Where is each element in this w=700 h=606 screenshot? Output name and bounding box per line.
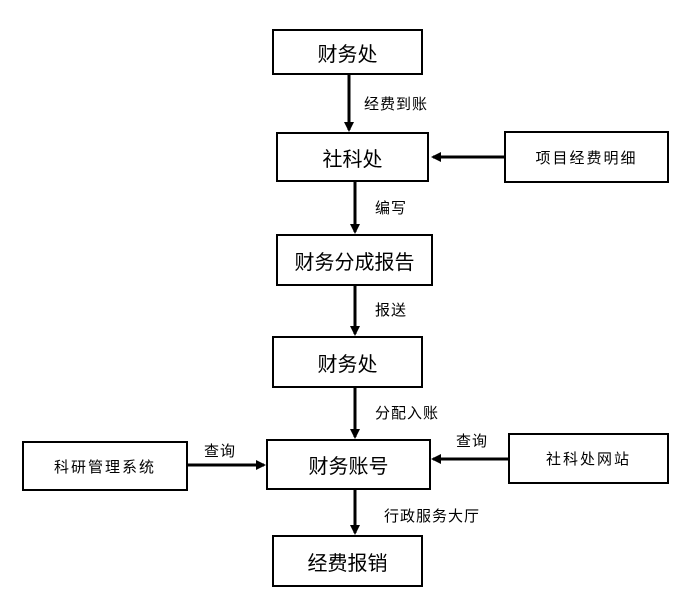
- node-label: 社科处: [322, 146, 383, 171]
- edge-label-funds-arrival: 经费到账: [364, 95, 429, 113]
- node-expense-reimbursement: 经费报销: [272, 535, 423, 587]
- edge-label-submit: 报送: [375, 301, 408, 319]
- node-label: 财务分成报告: [294, 249, 415, 274]
- node-finance-office-mid: 财务处: [272, 336, 423, 388]
- node-label: 财务处: [317, 351, 378, 376]
- node-label: 经费报销: [307, 550, 388, 575]
- edge-label-query-left: 查询: [204, 442, 237, 460]
- node-label: 财务账号: [308, 454, 389, 478]
- node-label: 社科处网站: [545, 450, 631, 468]
- edge-label-allocate-account: 分配入账: [375, 404, 440, 422]
- edge-label-query-right: 查询: [456, 432, 489, 450]
- node-social-science-office: 社科处: [276, 132, 429, 182]
- node-research-mgmt-system: 科研管理系统: [22, 441, 188, 491]
- node-financial-allocation-report: 财务分成报告: [276, 234, 433, 286]
- node-social-science-website: 社科处网站: [508, 433, 669, 484]
- node-label: 财务处: [317, 41, 378, 66]
- node-financial-account: 财务账号: [266, 439, 431, 490]
- node-label: 项目经费明细: [535, 148, 638, 167]
- node-finance-office-top: 财务处: [272, 29, 423, 75]
- node-label: 科研管理系统: [53, 457, 156, 476]
- edge-label-compile: 编写: [375, 199, 408, 217]
- node-project-fund-details: 项目经费明细: [504, 131, 669, 183]
- edge-label-admin-hall: 行政服务大厅: [384, 507, 481, 525]
